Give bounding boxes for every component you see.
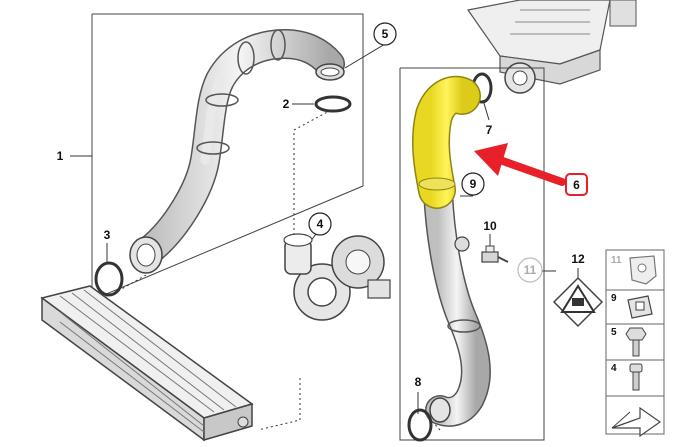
callout-9[interactable]: 9 bbox=[461, 172, 485, 196]
folded-arrow-icon bbox=[611, 406, 662, 438]
callout-11[interactable]: 11 bbox=[517, 257, 543, 283]
legend-number-9: 9 bbox=[611, 293, 617, 304]
callout-8-label: 8 bbox=[415, 375, 422, 389]
spring-clip-icon bbox=[627, 295, 653, 319]
hose-part-6-highlighted[interactable] bbox=[412, 75, 481, 209]
sensor-10[interactable] bbox=[481, 245, 509, 263]
o-ring-3[interactable] bbox=[94, 261, 124, 297]
callout-5-label: 5 bbox=[382, 27, 389, 41]
group-frame-1 bbox=[91, 13, 364, 301]
callout-9-label: 9 bbox=[470, 177, 477, 191]
side-legend: 11 9 5 4 bbox=[605, 249, 665, 438]
hose-assembly-1[interactable] bbox=[129, 28, 345, 274]
warning-sign-12[interactable] bbox=[552, 276, 604, 328]
callout-5-circle bbox=[373, 22, 397, 46]
intercooler[interactable] bbox=[40, 285, 254, 442]
engine-intake-manifold bbox=[466, 0, 637, 94]
turbocharger-4[interactable] bbox=[283, 233, 391, 321]
socket-bolt-icon bbox=[629, 363, 643, 391]
callout-2[interactable]: 2 bbox=[283, 97, 290, 111]
callout-4-label: 4 bbox=[317, 217, 324, 231]
legend-number-4: 4 bbox=[611, 363, 617, 374]
callout-6-highlight-box bbox=[565, 173, 588, 196]
group-frame-6 bbox=[399, 67, 545, 441]
callout-8[interactable]: 8 bbox=[415, 375, 422, 389]
callout-6[interactable]: 6 bbox=[565, 173, 588, 196]
o-ring-2[interactable] bbox=[314, 95, 352, 113]
callout-3[interactable]: 3 bbox=[104, 228, 111, 242]
callout-11-label: 11 bbox=[524, 263, 537, 277]
callout-1-label: 1 bbox=[57, 149, 64, 163]
callout-5[interactable]: 5 bbox=[373, 22, 397, 46]
callout-10[interactable]: 10 bbox=[483, 219, 497, 233]
callout-7[interactable]: 7 bbox=[486, 123, 493, 137]
callout-12-label: 12 bbox=[571, 252, 585, 266]
callout-3-label: 3 bbox=[104, 228, 111, 242]
red-highlight-arrow bbox=[474, 143, 566, 186]
callout-10-label: 10 bbox=[483, 219, 497, 233]
callout-2-label: 2 bbox=[283, 97, 290, 111]
leader-lines bbox=[70, 43, 579, 431]
callout-7-label: 7 bbox=[486, 123, 493, 137]
callout-11-circle bbox=[517, 257, 543, 283]
legend-number-5: 5 bbox=[611, 327, 617, 338]
hex-bolt-icon bbox=[625, 327, 647, 357]
bracket-clip-icon bbox=[629, 255, 657, 285]
charge-air-pipe[interactable] bbox=[423, 175, 491, 427]
callout-1[interactable]: 1 bbox=[57, 149, 64, 163]
callout-9-circle bbox=[461, 172, 485, 196]
legend-number-11: 11 bbox=[611, 255, 622, 266]
callout-12[interactable]: 12 bbox=[571, 252, 585, 266]
callout-4[interactable]: 4 bbox=[308, 212, 332, 236]
callout-4-circle bbox=[308, 212, 332, 236]
o-ring-8[interactable] bbox=[407, 408, 433, 442]
callout-6-label: 6 bbox=[573, 178, 580, 192]
